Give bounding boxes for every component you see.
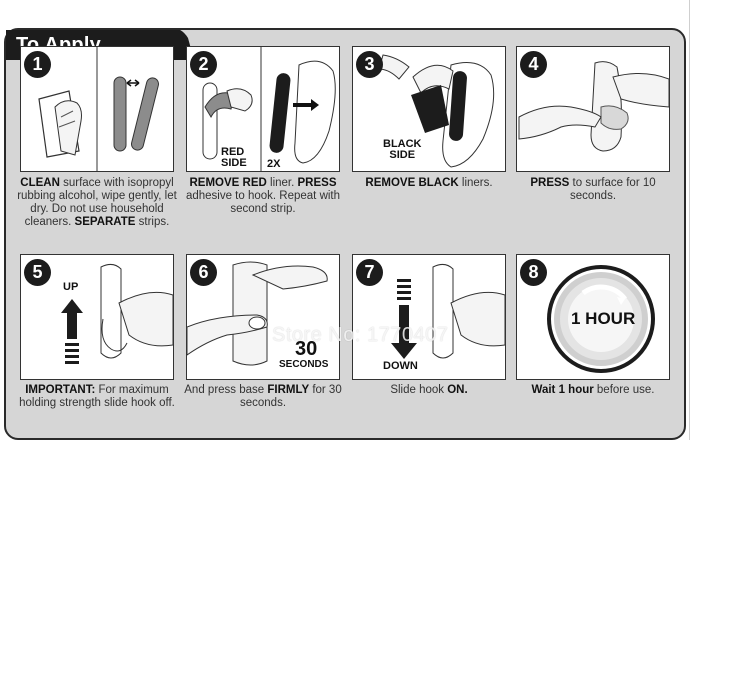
- caption-text: For maximum holding strength slide hook …: [19, 384, 175, 409]
- seconds-value: 30: [295, 338, 318, 360]
- step-7-caption: Slide hook ON.: [349, 384, 509, 397]
- times-label: 2X: [267, 158, 281, 170]
- step-5-caption: IMPORTANT: For maximum holding strength …: [17, 384, 177, 410]
- caption-text: liners.: [458, 177, 493, 189]
- caption-emphasis: CLEAN: [20, 177, 60, 189]
- caption-emphasis: SEPARATE: [74, 216, 136, 228]
- step-3-number: 3: [356, 51, 383, 78]
- step-7-illustration: [391, 263, 505, 359]
- step-1-caption: CLEAN surface with isopropyl rubbing alc…: [17, 177, 177, 229]
- caption-text: liner.: [266, 177, 298, 189]
- page-divider: [689, 0, 690, 440]
- step-2-illustration: [202, 47, 336, 171]
- step-3-illustration: [378, 54, 495, 168]
- caption-text: before use.: [593, 384, 655, 396]
- caption-emphasis: REMOVE BLACK: [365, 177, 459, 189]
- step-8-panel: 8 1 HOUR: [516, 254, 670, 380]
- caption-emphasis: IMPORTANT:: [25, 384, 96, 396]
- step-8-number: 8: [520, 259, 547, 286]
- step-7-panel: 7 DOWN: [352, 254, 506, 380]
- step-4-illustration: [518, 61, 669, 152]
- caption-text: Slide hook: [390, 384, 448, 396]
- caption-emphasis: PRESS: [530, 177, 570, 189]
- step-6-panel: 6 30 SECONDS: [186, 254, 340, 380]
- step-1-illustration: [38, 47, 159, 171]
- caption-text: strips.: [135, 216, 170, 228]
- clock-icon: [547, 265, 655, 373]
- step-7-number: 7: [356, 259, 383, 286]
- up-label: UP: [63, 281, 79, 293]
- down-label: DOWN: [383, 360, 418, 372]
- step-1-number: 1: [24, 51, 51, 78]
- step-2-panel: 2 RED SIDE 2X: [186, 46, 340, 172]
- caption-text: adhesive to hook. Repeat with second str…: [185, 190, 341, 215]
- step-2-number: 2: [190, 51, 217, 78]
- step-4-panel: 4: [516, 46, 670, 172]
- store-watermark: Store No: 1770407: [272, 324, 449, 346]
- step-8-caption: Wait 1 hour before use.: [513, 384, 673, 397]
- step-2-caption: REMOVE RED liner. PRESS adhesive to hook…: [183, 177, 343, 216]
- step-4-caption: PRESS to surface for 10 seconds.: [513, 177, 673, 203]
- step-5-panel: 5 UP: [20, 254, 174, 380]
- caption-emphasis: Wait 1 hour: [531, 384, 594, 396]
- step-5-number: 5: [24, 259, 51, 286]
- step-6-illustration: [187, 261, 328, 366]
- step-3-caption: REMOVE BLACK liners.: [349, 177, 509, 190]
- caption-emphasis: FIRMLY: [267, 384, 310, 396]
- step-1-panel: 1: [20, 46, 174, 172]
- caption-text: surface with isopropyl rubbing alcohol, …: [17, 177, 177, 228]
- black-side-label: BLACK SIDE: [383, 138, 422, 161]
- clock-label: 1 HOUR: [571, 309, 636, 328]
- caption-emphasis: ON.: [447, 384, 468, 396]
- caption-emphasis: REMOVE RED: [189, 177, 267, 189]
- caption-text: for 30 seconds.: [239, 384, 342, 409]
- red-side-label: RED SIDE: [221, 146, 247, 169]
- caption-text: to surface for 10 seconds.: [569, 177, 656, 202]
- step-4-number: 4: [520, 51, 547, 78]
- step-6-number: 6: [190, 259, 217, 286]
- step-6-caption: And press base FIRMLY for 30 seconds.: [183, 384, 343, 410]
- caption-emphasis: PRESS: [297, 177, 337, 189]
- step-5-illustration: [61, 263, 173, 364]
- caption-text: And press base: [184, 384, 268, 396]
- step-3-panel: 3 BLACK SIDE: [352, 46, 506, 172]
- seconds-unit: SECONDS: [279, 359, 329, 370]
